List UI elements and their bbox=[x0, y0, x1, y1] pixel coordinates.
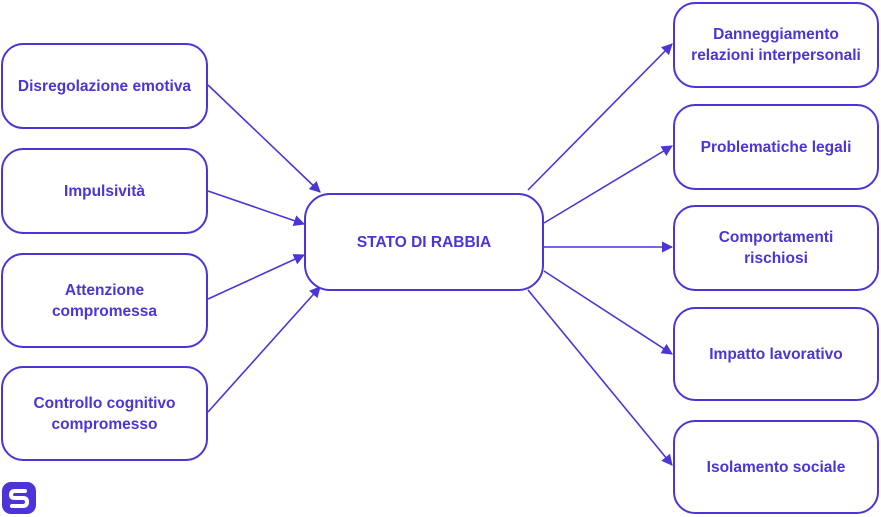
cause-label: Controllo cognitivo compromesso bbox=[33, 394, 176, 433]
effect-label: Danneggiamento relazioni interpersonali bbox=[691, 26, 861, 64]
arrow-effect-1 bbox=[527, 43, 673, 191]
effect-label: Problematiche legali bbox=[700, 138, 852, 156]
center-box: STATO DI RABBIA bbox=[304, 193, 544, 291]
cause-box-impulsivita: Impulsività bbox=[1, 148, 208, 234]
s-logo-icon bbox=[2, 482, 36, 514]
arrow-effect-4 bbox=[543, 270, 673, 355]
arrow-effect-2 bbox=[543, 145, 673, 224]
cause-label: Attenzione compromessa bbox=[51, 281, 158, 320]
arrow-cause-1 bbox=[207, 84, 321, 193]
effect-box-comportamenti: Comportamenti rischiosi bbox=[673, 205, 879, 291]
arrow-effect-5 bbox=[527, 289, 673, 466]
cause-box-controllo: Controllo cognitivo compromesso bbox=[1, 366, 208, 461]
cause-label: Disregolazione emotiva bbox=[17, 77, 192, 95]
arrow-cause-2 bbox=[207, 190, 306, 227]
effect-label: Impatto lavorativo bbox=[709, 345, 843, 363]
cause-label: Impulsività bbox=[64, 182, 145, 200]
cause-box-attenzione: Attenzione compromessa bbox=[1, 253, 208, 348]
effect-box-danneggiamento: Danneggiamento relazioni interpersonali bbox=[673, 2, 879, 88]
cause-box-disregolazione: Disregolazione emotiva bbox=[1, 43, 208, 129]
effect-box-isolamento: Isolamento sociale bbox=[673, 420, 879, 514]
center-label: STATO DI RABBIA bbox=[356, 233, 492, 251]
effect-box-lavorativo: Impatto lavorativo bbox=[673, 307, 879, 401]
effect-label: Isolamento sociale bbox=[706, 458, 846, 476]
arrow-cause-4 bbox=[207, 286, 321, 413]
effect-label: Comportamenti rischiosi bbox=[718, 229, 834, 267]
arrow-cause-3 bbox=[207, 254, 306, 300]
effect-box-legali: Problematiche legali bbox=[673, 104, 879, 190]
